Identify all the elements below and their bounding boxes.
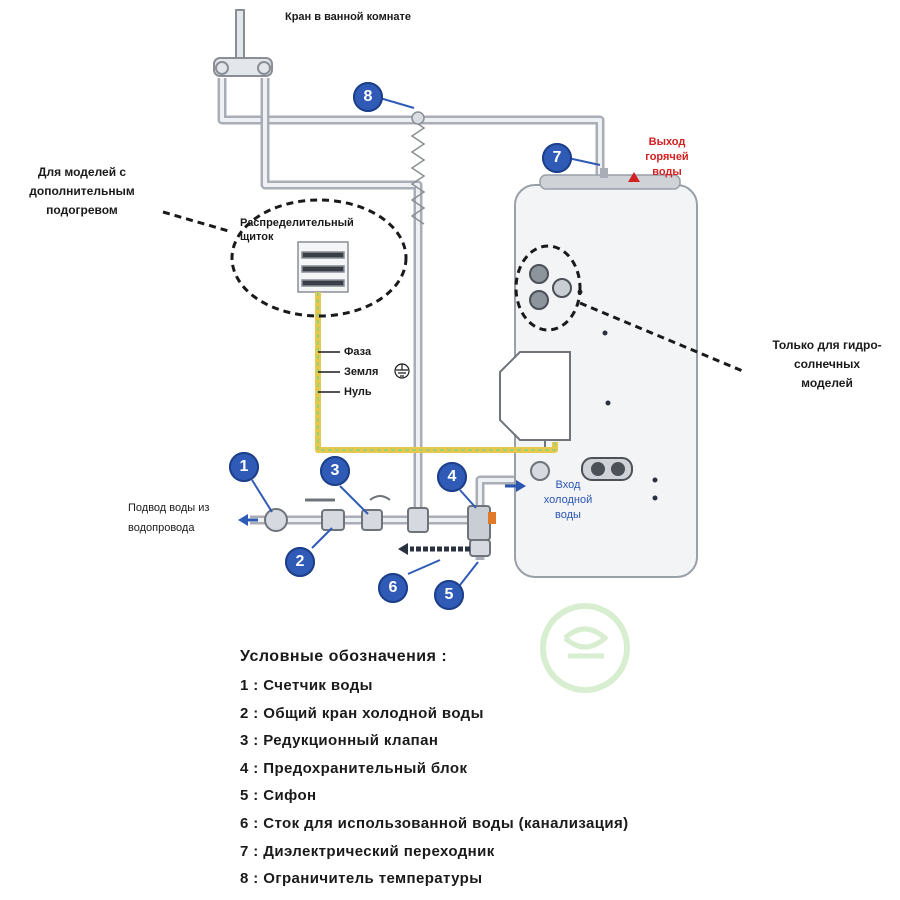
- extra-heating-line-1: Для моделей с: [37, 165, 127, 179]
- wire-taps: [318, 351, 340, 393]
- hot-out-label: Выход горячей воды: [632, 135, 702, 180]
- panel-label-line-2: щиток: [240, 231, 274, 243]
- solar-connectors: [529, 264, 572, 310]
- extra-heating-label: Для моделей с дополнительным подогревом: [4, 163, 160, 220]
- legend-title: Условные обозначения :: [240, 648, 448, 665]
- legend-item: 2 : Общий кран холодной воды: [240, 704, 484, 722]
- legend-item: 4 : Предохранительный блок: [240, 759, 468, 777]
- marker-4: 4: [437, 462, 467, 492]
- marker-2: 2: [285, 547, 315, 577]
- hot-out-line-2: горячей: [645, 151, 689, 163]
- panel-label: Распределительный щиток: [240, 216, 354, 244]
- legend-item: 6 : Сток для использованной воды (канали…: [240, 814, 629, 832]
- marker-5: 5: [434, 580, 464, 610]
- supply-label: Подвод воды из водопровода: [128, 498, 258, 538]
- hot-pipe-inner: [220, 78, 602, 178]
- legend-item: 8 : Ограничитель температуры: [240, 870, 483, 888]
- hot-out-line-3: воды: [652, 166, 682, 178]
- extra-heating-line-2: дополнительным: [29, 184, 135, 198]
- tap-label: Кран в ванной комнате: [285, 11, 411, 23]
- distribution-panel: [297, 241, 349, 293]
- siphon: [469, 539, 491, 557]
- hot-out-arrow: [628, 172, 640, 182]
- marker-6: 6: [378, 573, 408, 603]
- legend: Условные обозначения : 1 : Счетчик воды …: [240, 648, 860, 893]
- cold-in-line-2: холодной: [543, 494, 593, 506]
- solar-callout: [514, 244, 746, 374]
- reducer-valve: [361, 495, 391, 531]
- tee-joint: [407, 507, 429, 533]
- neutral-label: Нуль: [344, 386, 372, 398]
- solar-only-line-2: солнечных: [793, 357, 861, 371]
- water-meter: [238, 508, 288, 532]
- legend-item: 3 : Редукционный клапан: [240, 732, 439, 750]
- supply-line-1: Подвод воды из: [128, 502, 210, 514]
- hot-out-line-1: Выход: [648, 136, 686, 148]
- cold-in-line-3: воды: [555, 509, 581, 521]
- solar-only-line-1: Только для гидро-: [772, 338, 882, 352]
- solar-only-line-3: моделей: [801, 376, 853, 390]
- drain-arrow: [398, 543, 408, 555]
- extra-heating-line-3: подогревом: [46, 203, 118, 217]
- cold-in-label: Вход холодной воды: [533, 478, 603, 523]
- legend-item: 7 : Диэлектрический переходник: [240, 842, 495, 860]
- panel-callout: [162, 198, 408, 318]
- control-box: [499, 351, 571, 449]
- marker-8: 8: [353, 82, 383, 112]
- marker-leaders: [251, 97, 601, 586]
- cold-in-arrow: [516, 480, 526, 492]
- earth-label: Земля: [344, 366, 379, 378]
- panel-label-line-1: Распределительный: [240, 217, 354, 229]
- watermark-logo: [540, 603, 630, 693]
- supply-line-2: водопровода: [128, 522, 195, 534]
- phase-label: Фаза: [344, 346, 372, 358]
- legend-item: 5 : Сифон: [240, 787, 317, 805]
- marker-7: 7: [542, 143, 572, 173]
- bath-tap: [213, 9, 273, 77]
- cold-tap-pipe: [260, 78, 423, 520]
- marker-3: 3: [320, 456, 350, 486]
- temperature-limiter: [410, 111, 426, 225]
- shutoff-valve: [305, 498, 345, 531]
- ground-icon: [394, 363, 410, 379]
- solar-only-label: Только для гидро- солнечных моделей: [754, 336, 900, 393]
- cold-in-line-1: Вход: [555, 479, 581, 491]
- safety-block: [467, 505, 496, 541]
- power-cable: [315, 292, 558, 453]
- heater-flange: [581, 457, 633, 481]
- cold-inlet-fitting: [530, 461, 550, 481]
- legend-item: 1 : Счетчик воды: [240, 677, 373, 694]
- marker-1: 1: [229, 452, 259, 482]
- cold-tap-pipe-inner: [263, 78, 420, 520]
